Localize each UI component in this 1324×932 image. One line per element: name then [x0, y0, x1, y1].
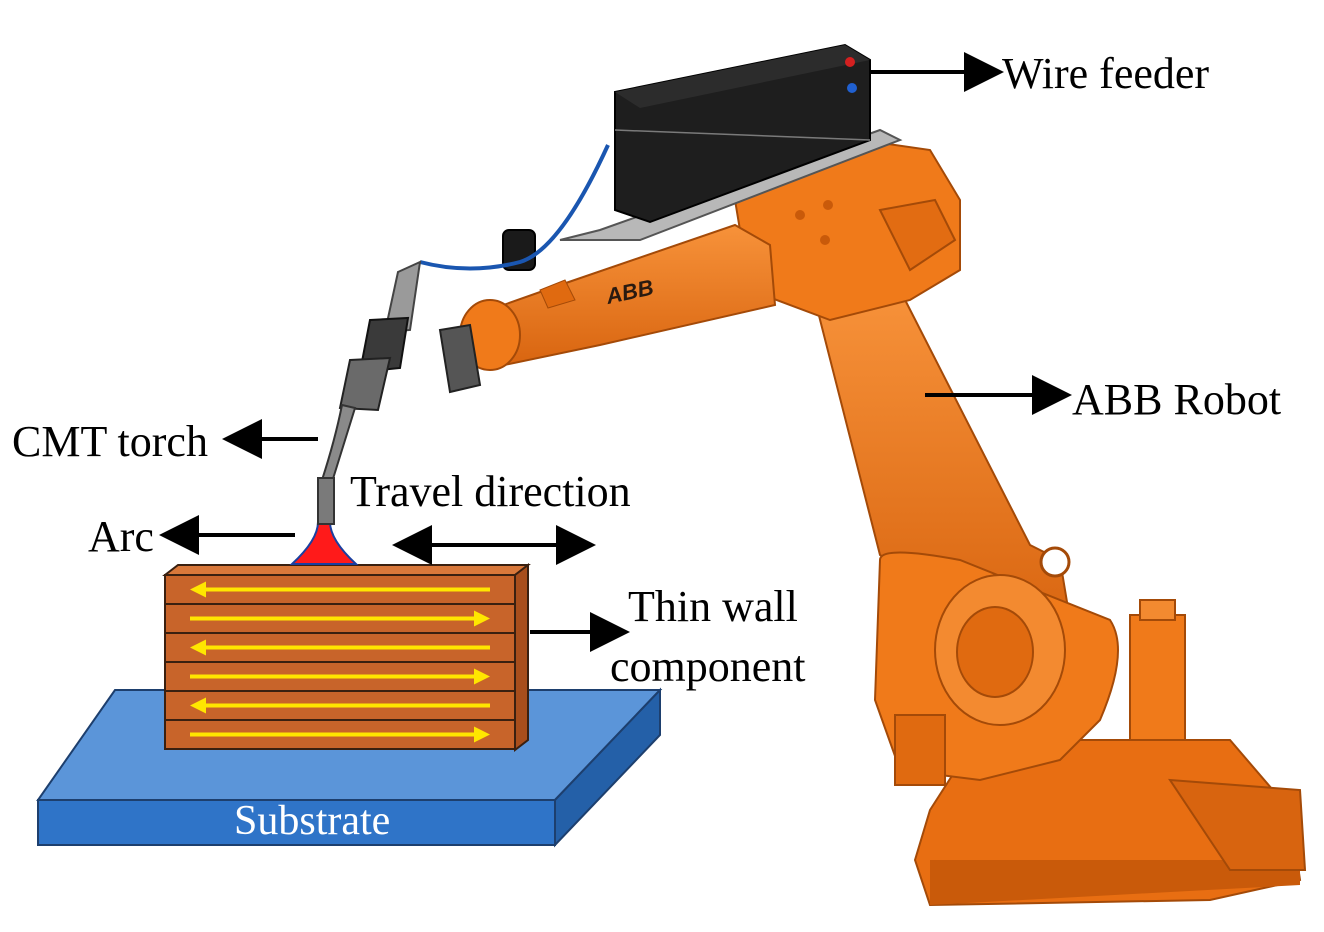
cmt-torch — [317, 260, 422, 525]
arc-label: Arc — [88, 512, 154, 561]
thin-wall-label-line1: Thin wall — [628, 582, 798, 631]
layer-direction-arrow-head — [474, 726, 490, 743]
abb-robot-label: ABB Robot — [1072, 375, 1282, 424]
arc-shape — [289, 521, 359, 565]
layer-direction-arrow-head — [474, 610, 490, 627]
wire-cable — [419, 144, 610, 271]
robot-base — [913, 599, 1307, 907]
robot-upper-arm: ABB — [438, 138, 961, 394]
cmt-torch-label: CMT torch — [12, 417, 208, 466]
substrate-label: Substrate — [234, 798, 391, 844]
robot-lower-arm — [813, 288, 1119, 786]
layer-direction-arrow-head — [190, 639, 206, 656]
thin-wall-component — [162, 562, 531, 753]
layer-direction-arrow-head — [190, 581, 206, 598]
thin-wall-label-line2: component — [610, 642, 806, 691]
layer-direction-arrow-head — [474, 668, 490, 685]
wire-feeder-label: Wire feeder — [1002, 49, 1210, 98]
wire-feeder-box — [502, 43, 903, 271]
layer-direction-arrow-head — [190, 697, 206, 714]
travel-direction-label: Travel direction — [350, 467, 631, 516]
